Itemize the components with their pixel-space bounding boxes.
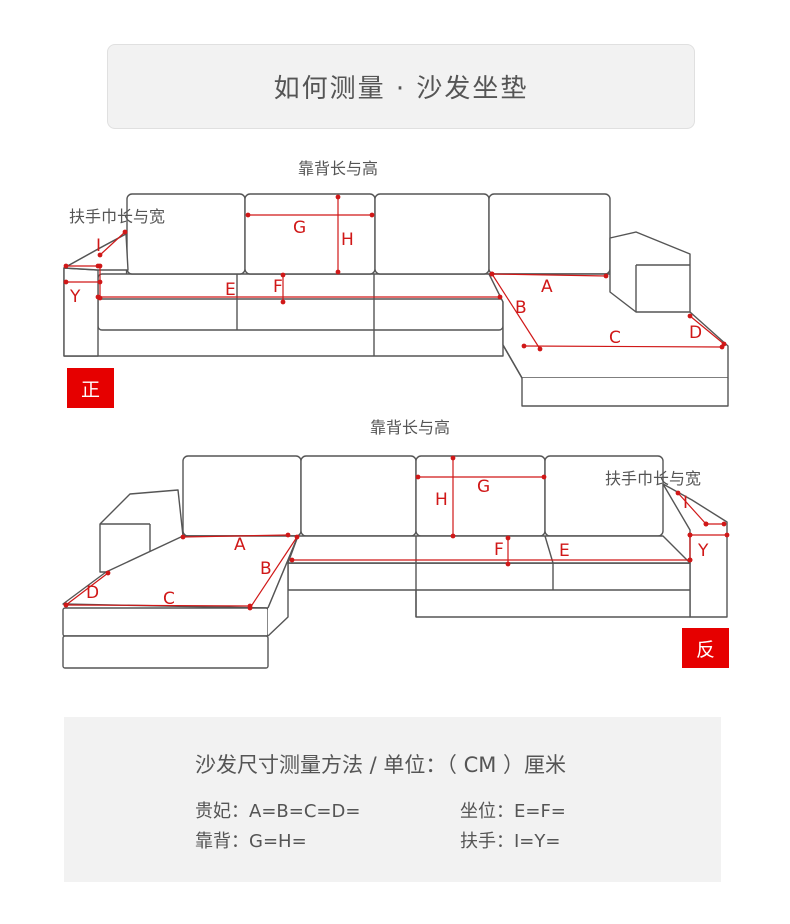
back-value: G=H= bbox=[249, 831, 307, 852]
info-title: 沙发尺寸测量方法 / 单位：（ CM ）厘米 bbox=[195, 753, 567, 777]
title-box: 如何测量 · 沙发坐垫 bbox=[107, 44, 695, 129]
back-row: 靠背：G=H= bbox=[195, 827, 307, 853]
front-label-f: F bbox=[273, 277, 283, 297]
front-label-c: C bbox=[609, 328, 621, 348]
reverse-label-y: Y bbox=[697, 541, 709, 561]
measurement-info-panel: 沙发尺寸测量方法 / 单位：（ CM ）厘米 贵妃：A=B=C=D= 坐位：E=… bbox=[64, 717, 721, 882]
reverse-label-c: C bbox=[163, 589, 175, 609]
arm-value: I=Y= bbox=[514, 831, 561, 852]
reverse-sofa bbox=[62, 455, 728, 669]
reverse-label-g: G bbox=[477, 477, 490, 497]
reverse-label-i: I bbox=[683, 493, 688, 513]
front-backrest-label: 靠背长与高 bbox=[298, 159, 378, 178]
chaise-label: 贵妃： bbox=[195, 801, 249, 822]
arm-label: 扶手： bbox=[460, 831, 514, 852]
reverse-backrest-label: 靠背长与高 bbox=[370, 418, 450, 437]
front-sofa bbox=[63, 193, 729, 407]
front-label-e: E bbox=[225, 280, 236, 300]
front-label-i: I bbox=[96, 236, 101, 256]
reverse-measure-lines bbox=[63, 455, 730, 611]
reverse-label-h: H bbox=[435, 490, 448, 510]
reverse-label-f: F bbox=[494, 540, 504, 560]
front-label-a: A bbox=[541, 277, 553, 297]
front-label-g: G bbox=[293, 218, 306, 238]
front-badge: 正 bbox=[67, 368, 114, 408]
seat-value: E=F= bbox=[514, 801, 566, 822]
front-measure-lines bbox=[63, 194, 727, 352]
reverse-armrest-label: 扶手巾长与宽 bbox=[605, 469, 701, 488]
front-label-d: D bbox=[689, 323, 702, 343]
reverse-label-a: A bbox=[234, 535, 246, 555]
reverse-badge: 反 bbox=[682, 628, 729, 668]
chaise-row: 贵妃：A=B=C=D= bbox=[195, 797, 360, 823]
front-armrest-label: 扶手巾长与宽 bbox=[69, 207, 165, 226]
back-label: 靠背： bbox=[195, 831, 249, 852]
front-label-h: H bbox=[341, 230, 354, 250]
seat-label: 坐位： bbox=[460, 801, 514, 822]
front-label-y: Y bbox=[69, 287, 81, 307]
chaise-value: A=B=C=D= bbox=[249, 801, 361, 822]
front-label-b: B bbox=[515, 298, 527, 318]
seat-row: 坐位：E=F= bbox=[460, 797, 566, 823]
page-title: 如何测量 · 沙发坐垫 bbox=[273, 74, 529, 104]
arm-row: 扶手：I=Y= bbox=[460, 827, 560, 853]
reverse-label-b: B bbox=[260, 559, 272, 579]
reverse-label-d: D bbox=[86, 583, 99, 603]
reverse-label-e: E bbox=[559, 541, 570, 561]
